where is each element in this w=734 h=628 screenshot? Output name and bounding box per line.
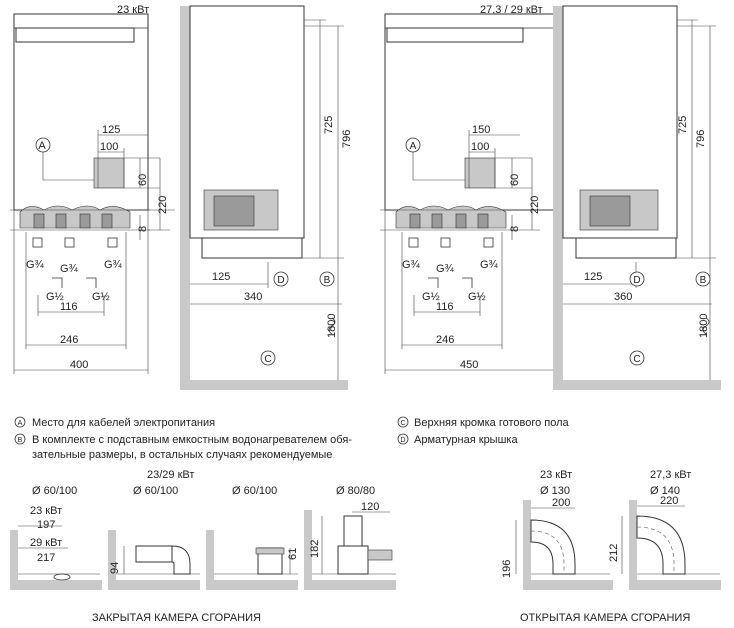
flue-196: 196: [501, 560, 513, 578]
conn-g12-4: G½: [468, 291, 486, 303]
legend-b-1: В комплекте с подставным емкостным водон…: [32, 434, 352, 446]
dim-116-b: 116: [436, 301, 454, 313]
dim-360: 360: [614, 291, 632, 303]
flue-detail-4: [304, 510, 396, 590]
dim-340: 340: [244, 291, 262, 303]
flue-217: 217: [37, 552, 55, 564]
header-29kw: 27,3 / 29 кВт: [480, 4, 543, 16]
dim-150: 150: [472, 124, 490, 136]
dim-796-a: 796: [341, 130, 353, 148]
dims-panel1: [13, 130, 175, 374]
marker-d-1: D: [277, 275, 284, 286]
marker-a-1: A: [38, 140, 46, 152]
front-view-23kw: [10, 13, 150, 231]
header-23kw: 23 кВт: [117, 4, 149, 16]
legend-d: Арматурная крышка: [414, 434, 518, 446]
flue-detail-1: [10, 525, 102, 590]
flue-23kw-a: 23 кВт: [30, 505, 62, 517]
flue-61: 61: [287, 548, 299, 560]
dim-246-a: 246: [60, 334, 78, 346]
dim-400: 400: [70, 359, 88, 371]
marker-b-2: B: [700, 275, 707, 286]
dim-8-b: 8: [509, 226, 521, 232]
flue-220: 220: [660, 495, 678, 507]
legend-marker-c: C: [400, 420, 405, 427]
dim-725-a: 725: [323, 116, 335, 134]
flue-detail-3: [206, 530, 298, 590]
flue-273kw: 27,3 кВт: [650, 469, 691, 481]
dim-60-b: 60: [509, 174, 521, 186]
marker-c-1: C: [264, 354, 271, 365]
marker-b-1: B: [324, 275, 331, 286]
dim-8-a: 8: [137, 226, 149, 232]
flue-d60-100-a: Ø 60/100: [32, 485, 77, 497]
conn-g34-2: G¾: [60, 263, 79, 275]
flue-detail-2: [108, 530, 200, 590]
dim-246-b: 246: [436, 334, 454, 346]
marker-d-2: D: [633, 275, 640, 286]
flue-d80-80: Ø 80/80: [336, 485, 375, 497]
legend-marker-a: A: [18, 420, 23, 427]
legend-b-2: зательные размеры, в остальных случаях р…: [32, 449, 332, 461]
dim-125-c: 125: [584, 271, 602, 283]
conn-g34-6: G¾: [480, 259, 499, 271]
flue-detail-6: [621, 500, 721, 590]
side-view-29kw: [553, 5, 721, 390]
flue-120: 120: [361, 501, 379, 513]
dim-116-a: 116: [60, 301, 78, 313]
legend-marker-d: D: [400, 437, 405, 444]
flue-200: 200: [552, 497, 570, 509]
conn-g34-3: G¾: [104, 259, 123, 271]
legend-a: Место для кабелей электропитания: [32, 417, 215, 429]
dim-1800-a: 1800: [326, 314, 338, 338]
flue-hdr-2329: 23/29 кВт: [147, 469, 194, 481]
caption-closed: ЗАКРЫТАЯ КАМЕРА СГОРАНИЯ: [92, 612, 261, 624]
flue-d130: Ø 130: [540, 485, 570, 497]
dim-60-a: 60: [137, 174, 149, 186]
dim-796-b: 796: [695, 130, 707, 148]
legend-marker-b: B: [18, 437, 23, 444]
legend: [14, 416, 409, 445]
dim-125-b: 125: [212, 271, 230, 283]
front-view-29kw: [380, 13, 560, 374]
flue-d60-100-c: Ø 60/100: [232, 485, 277, 497]
marker-a-2: A: [410, 141, 417, 152]
dim-220-a: 220: [157, 196, 169, 214]
flue-23kw-b: 23 кВт: [540, 469, 572, 481]
dim-100-a: 100: [100, 141, 118, 153]
conn-g34-4: G¾: [402, 259, 421, 271]
legend-c: Верхняя кромка готового пола: [414, 417, 570, 429]
marker-c-2: C: [633, 354, 640, 365]
flue-197: 197: [37, 519, 55, 531]
conn-g12-3: G½: [422, 291, 440, 303]
caption-open: ОТКРЫТАЯ КАМЕРА СГОРАНИЯ: [520, 612, 690, 624]
flue-detail-5: [515, 500, 613, 590]
side-view-23kw: [180, 5, 348, 390]
flue-d140: Ø 140: [650, 485, 680, 497]
flue-29kw: 29 кВт: [30, 537, 62, 549]
conn-g12-1: G½: [46, 291, 64, 303]
conn-g34-1: G¾: [26, 259, 45, 271]
conn-g34-5: G¾: [436, 263, 455, 275]
cable-area: [93, 157, 125, 189]
flue-212: 212: [608, 544, 620, 562]
dim-100-b: 100: [471, 141, 489, 153]
flue-182: 182: [309, 540, 321, 558]
dim-450: 450: [460, 359, 478, 371]
conn-g12-2: G½: [92, 291, 110, 303]
dim-125-a: 125: [102, 124, 120, 136]
dim-1800-b: 1800: [698, 314, 710, 338]
dim-725-b: 725: [677, 116, 689, 134]
flue-d60-100-b: Ø 60/100: [133, 485, 178, 497]
flue-94: 94: [109, 562, 121, 574]
connection-symbols-1: [32, 237, 118, 288]
dim-220-b: 220: [529, 196, 541, 214]
